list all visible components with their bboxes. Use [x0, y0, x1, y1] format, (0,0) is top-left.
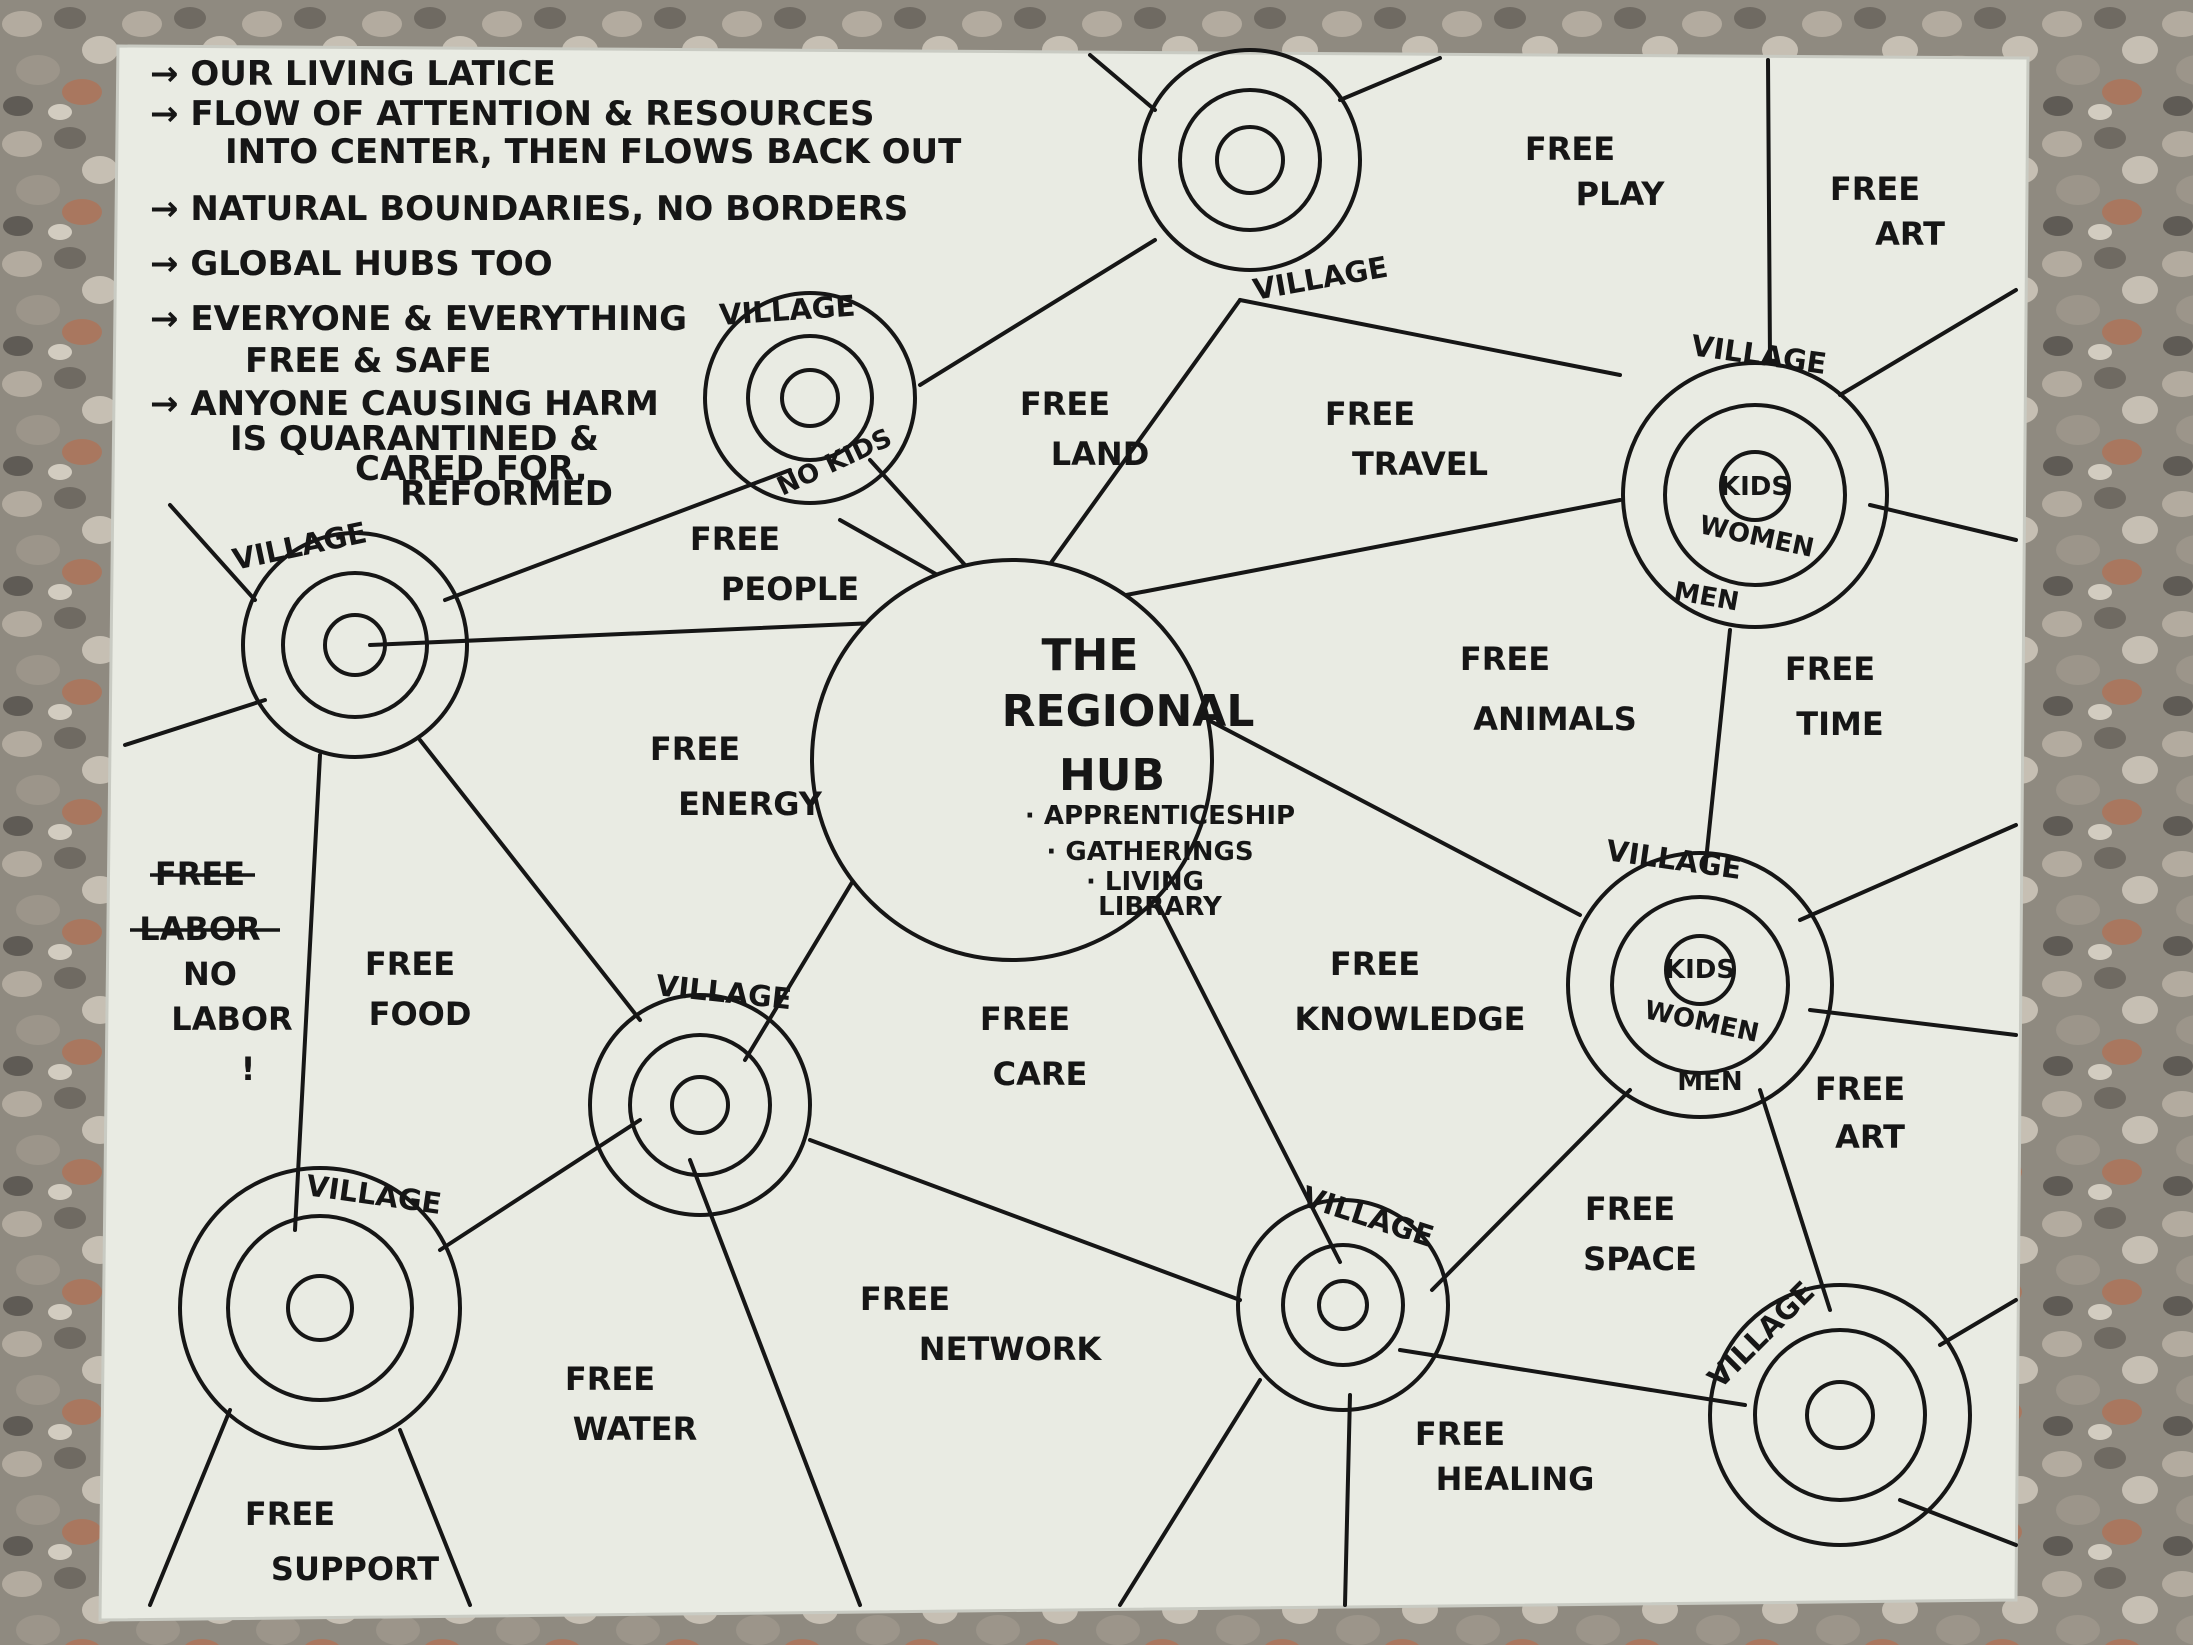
region-free-food-1: FREE: [365, 945, 455, 983]
region-free-art-right-2: ART: [1835, 1118, 1905, 1156]
region-free-water-1: FREE: [565, 1360, 655, 1398]
region-free-network-2: NETWORK: [919, 1330, 1103, 1368]
region-free-energy-1: FREE: [650, 730, 740, 768]
region-free-energy-2: ENERGY: [678, 785, 823, 823]
region-no-labor-3: !: [241, 1050, 256, 1088]
region-free-care-2: CARE: [993, 1055, 1088, 1093]
region-free-knowledge-2: KNOWLEDGE: [1294, 1000, 1525, 1038]
region-free-knowledge-1: FREE: [1330, 945, 1420, 983]
region-free-animals-2: ANIMALS: [1473, 700, 1637, 738]
note-line-1: → OUR LIVING LATICE: [150, 54, 556, 94]
note-line-4: → NATURAL BOUNDARIES, NO BORDERS: [150, 189, 908, 229]
region-free-support-1: FREE: [245, 1495, 335, 1533]
region-no-labor-2: LABOR: [171, 1000, 292, 1038]
region-free-network-1: FREE: [860, 1280, 950, 1318]
region-free-healing-2: HEALING: [1436, 1460, 1595, 1498]
region-free-food-2: FOOD: [369, 995, 472, 1033]
region-free-animals-1: FREE: [1460, 640, 1550, 678]
region-no-labor-1: NO: [183, 955, 237, 993]
note-line-8: → ANYONE CAUSING HARM: [150, 384, 659, 424]
region-free-land-2: LAND: [1051, 435, 1150, 473]
region-free-play-1: FREE: [1525, 130, 1615, 168]
note-line-5: → GLOBAL HUBS TOO: [150, 244, 553, 284]
region-free-water-2: WATER: [573, 1410, 697, 1448]
kids-label-upper: KIDS: [1720, 472, 1790, 502]
hub-title-line-3: HUB: [1059, 750, 1165, 801]
region-free-time-1: FREE: [1785, 650, 1875, 688]
region-free-space-2: SPACE: [1583, 1240, 1697, 1278]
region-free-support-2: SUPPORT: [271, 1550, 439, 1588]
region-free-people-1: FREE: [690, 520, 780, 558]
note-line-2: → FLOW OF ATTENTION & RESOURCES: [150, 94, 875, 134]
region-free-care-1: FREE: [980, 1000, 1070, 1038]
hub-title-line-2: REGIONAL: [1002, 686, 1255, 737]
region-free-space-1: FREE: [1585, 1190, 1675, 1228]
note-line-7: FREE & SAFE: [245, 341, 491, 381]
region-free-time-2: TIME: [1796, 705, 1883, 743]
note-line-6: → EVERYONE & EVERYTHING: [150, 299, 687, 339]
note-line-3: INTO CENTER, THEN FLOWS BACK OUT: [225, 132, 962, 172]
kids-label-mid: KIDS: [1665, 955, 1735, 985]
region-free-art-top-2: ART: [1875, 215, 1945, 253]
region-free-people-2: PEOPLE: [721, 570, 859, 608]
region-free-art-top-1: FREE: [1830, 170, 1920, 208]
region-free-travel-1: FREE: [1325, 395, 1415, 433]
hub-item-library: LIBRARY: [1098, 892, 1223, 922]
region-free-play-2: PLAY: [1576, 175, 1666, 213]
region-free-land-1: FREE: [1020, 385, 1110, 423]
note-line-11: REFORMED: [400, 474, 613, 514]
hub-item-gatherings: · GATHERINGS: [1046, 837, 1253, 867]
men-label-mid: MEN: [1677, 1067, 1742, 1097]
hub-item-apprenticeship: · APPRENTICESHIP: [1025, 801, 1295, 831]
region-free-art-right-1: FREE: [1815, 1070, 1905, 1108]
region-free-healing-1: FREE: [1415, 1415, 1505, 1453]
region-free-travel-2: TRAVEL: [1352, 445, 1488, 483]
hub-title-line-1: THE: [1042, 630, 1139, 681]
